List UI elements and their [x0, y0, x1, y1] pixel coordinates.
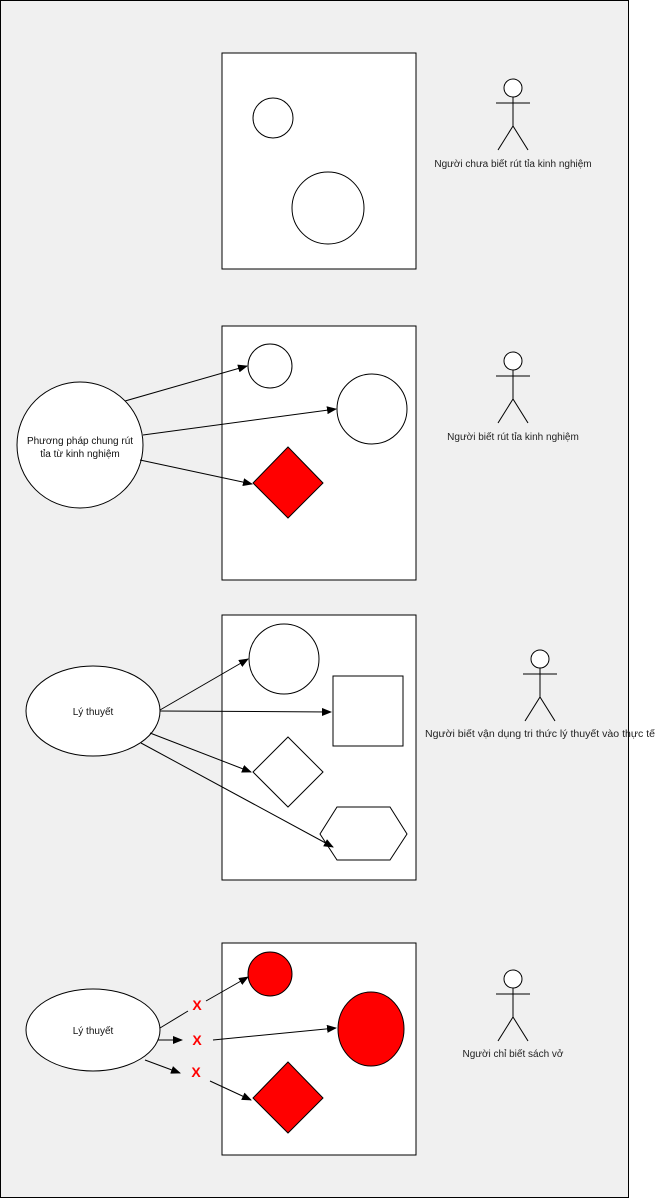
- section-4-arrow-2-head: [212, 1024, 337, 1041]
- section-2-source-node: [16, 381, 144, 509]
- section-4-arrow-1-tail: [159, 1010, 189, 1029]
- section-3-arrow-to-diamond: [149, 732, 252, 773]
- section-3: Lý thuyết Người biết vận dụng tri thức l…: [25, 614, 655, 881]
- section-4-arrow-3-head: [209, 1080, 252, 1101]
- section-4: Lý thuyết X X X Người chỉ biết sách vở: [25, 942, 564, 1156]
- section-3-actor-icon: [523, 649, 557, 722]
- section-4-cross-mark-2: X: [192, 1032, 202, 1048]
- section-2-small-circle: [247, 343, 293, 389]
- section-2: Phương pháp chung rút tỉa từ kinh nghiệm…: [16, 325, 579, 581]
- section-3-hexagon: [319, 806, 408, 861]
- section-1: Người chưa biết rút tỉa kinh nghiệm: [221, 52, 592, 270]
- section-4-cross-mark-1: X: [192, 997, 202, 1013]
- section-3-diamond: [252, 736, 324, 808]
- section-3-actor-label: Người biết vận dụng tri thức lý thuyết v…: [425, 728, 655, 740]
- section-2-arrow-to-small-circle: [124, 364, 248, 402]
- section-4-arrow-1-head: [205, 976, 249, 1002]
- section-1-actor-icon: [496, 78, 530, 151]
- section-4-cross-mark-3: X: [191, 1064, 201, 1080]
- section-4-source-node: [25, 988, 161, 1072]
- section-4-actor-icon: [496, 969, 530, 1042]
- section-2-actor-label: Người biết rút tỉa kinh nghiệm: [447, 431, 579, 443]
- section-3-arrow-to-square: [159, 707, 332, 716]
- section-4-arrow-3-tail: [144, 1059, 181, 1074]
- section-3-arrow-to-hexagon: [140, 742, 334, 848]
- section-4-red-large-circle: [337, 991, 405, 1067]
- section-1-small-circle: [252, 97, 294, 139]
- section-4-actor-label: Người chỉ biết sách vở: [463, 1048, 564, 1060]
- section-1-actor-label: Người chưa biết rút tỉa kinh nghiệm: [434, 158, 591, 170]
- section-2-arrow-to-diamond: [139, 459, 253, 487]
- section-1-large-circle: [291, 171, 365, 245]
- section-4-red-diamond: [252, 1061, 324, 1134]
- section-4-source-label: Lý thuyết: [73, 1025, 114, 1037]
- section-2-actor-icon: [496, 351, 530, 424]
- section-3-circle: [248, 623, 320, 695]
- section-2-source-label-line1: Phương pháp chung rút: [27, 436, 133, 447]
- section-2-arrow-to-large-circle: [142, 406, 337, 436]
- section-3-source-label: Lý thuyết: [73, 706, 114, 718]
- section-3-square: [332, 675, 404, 747]
- section-4-red-small-circle: [247, 951, 293, 997]
- section-2-source-label-line2: tỉa từ kinh nghiệm: [40, 448, 120, 460]
- section-2-red-diamond: [252, 446, 324, 519]
- section-3-arrow-to-circle: [159, 658, 249, 711]
- section-2-large-circle: [336, 373, 408, 445]
